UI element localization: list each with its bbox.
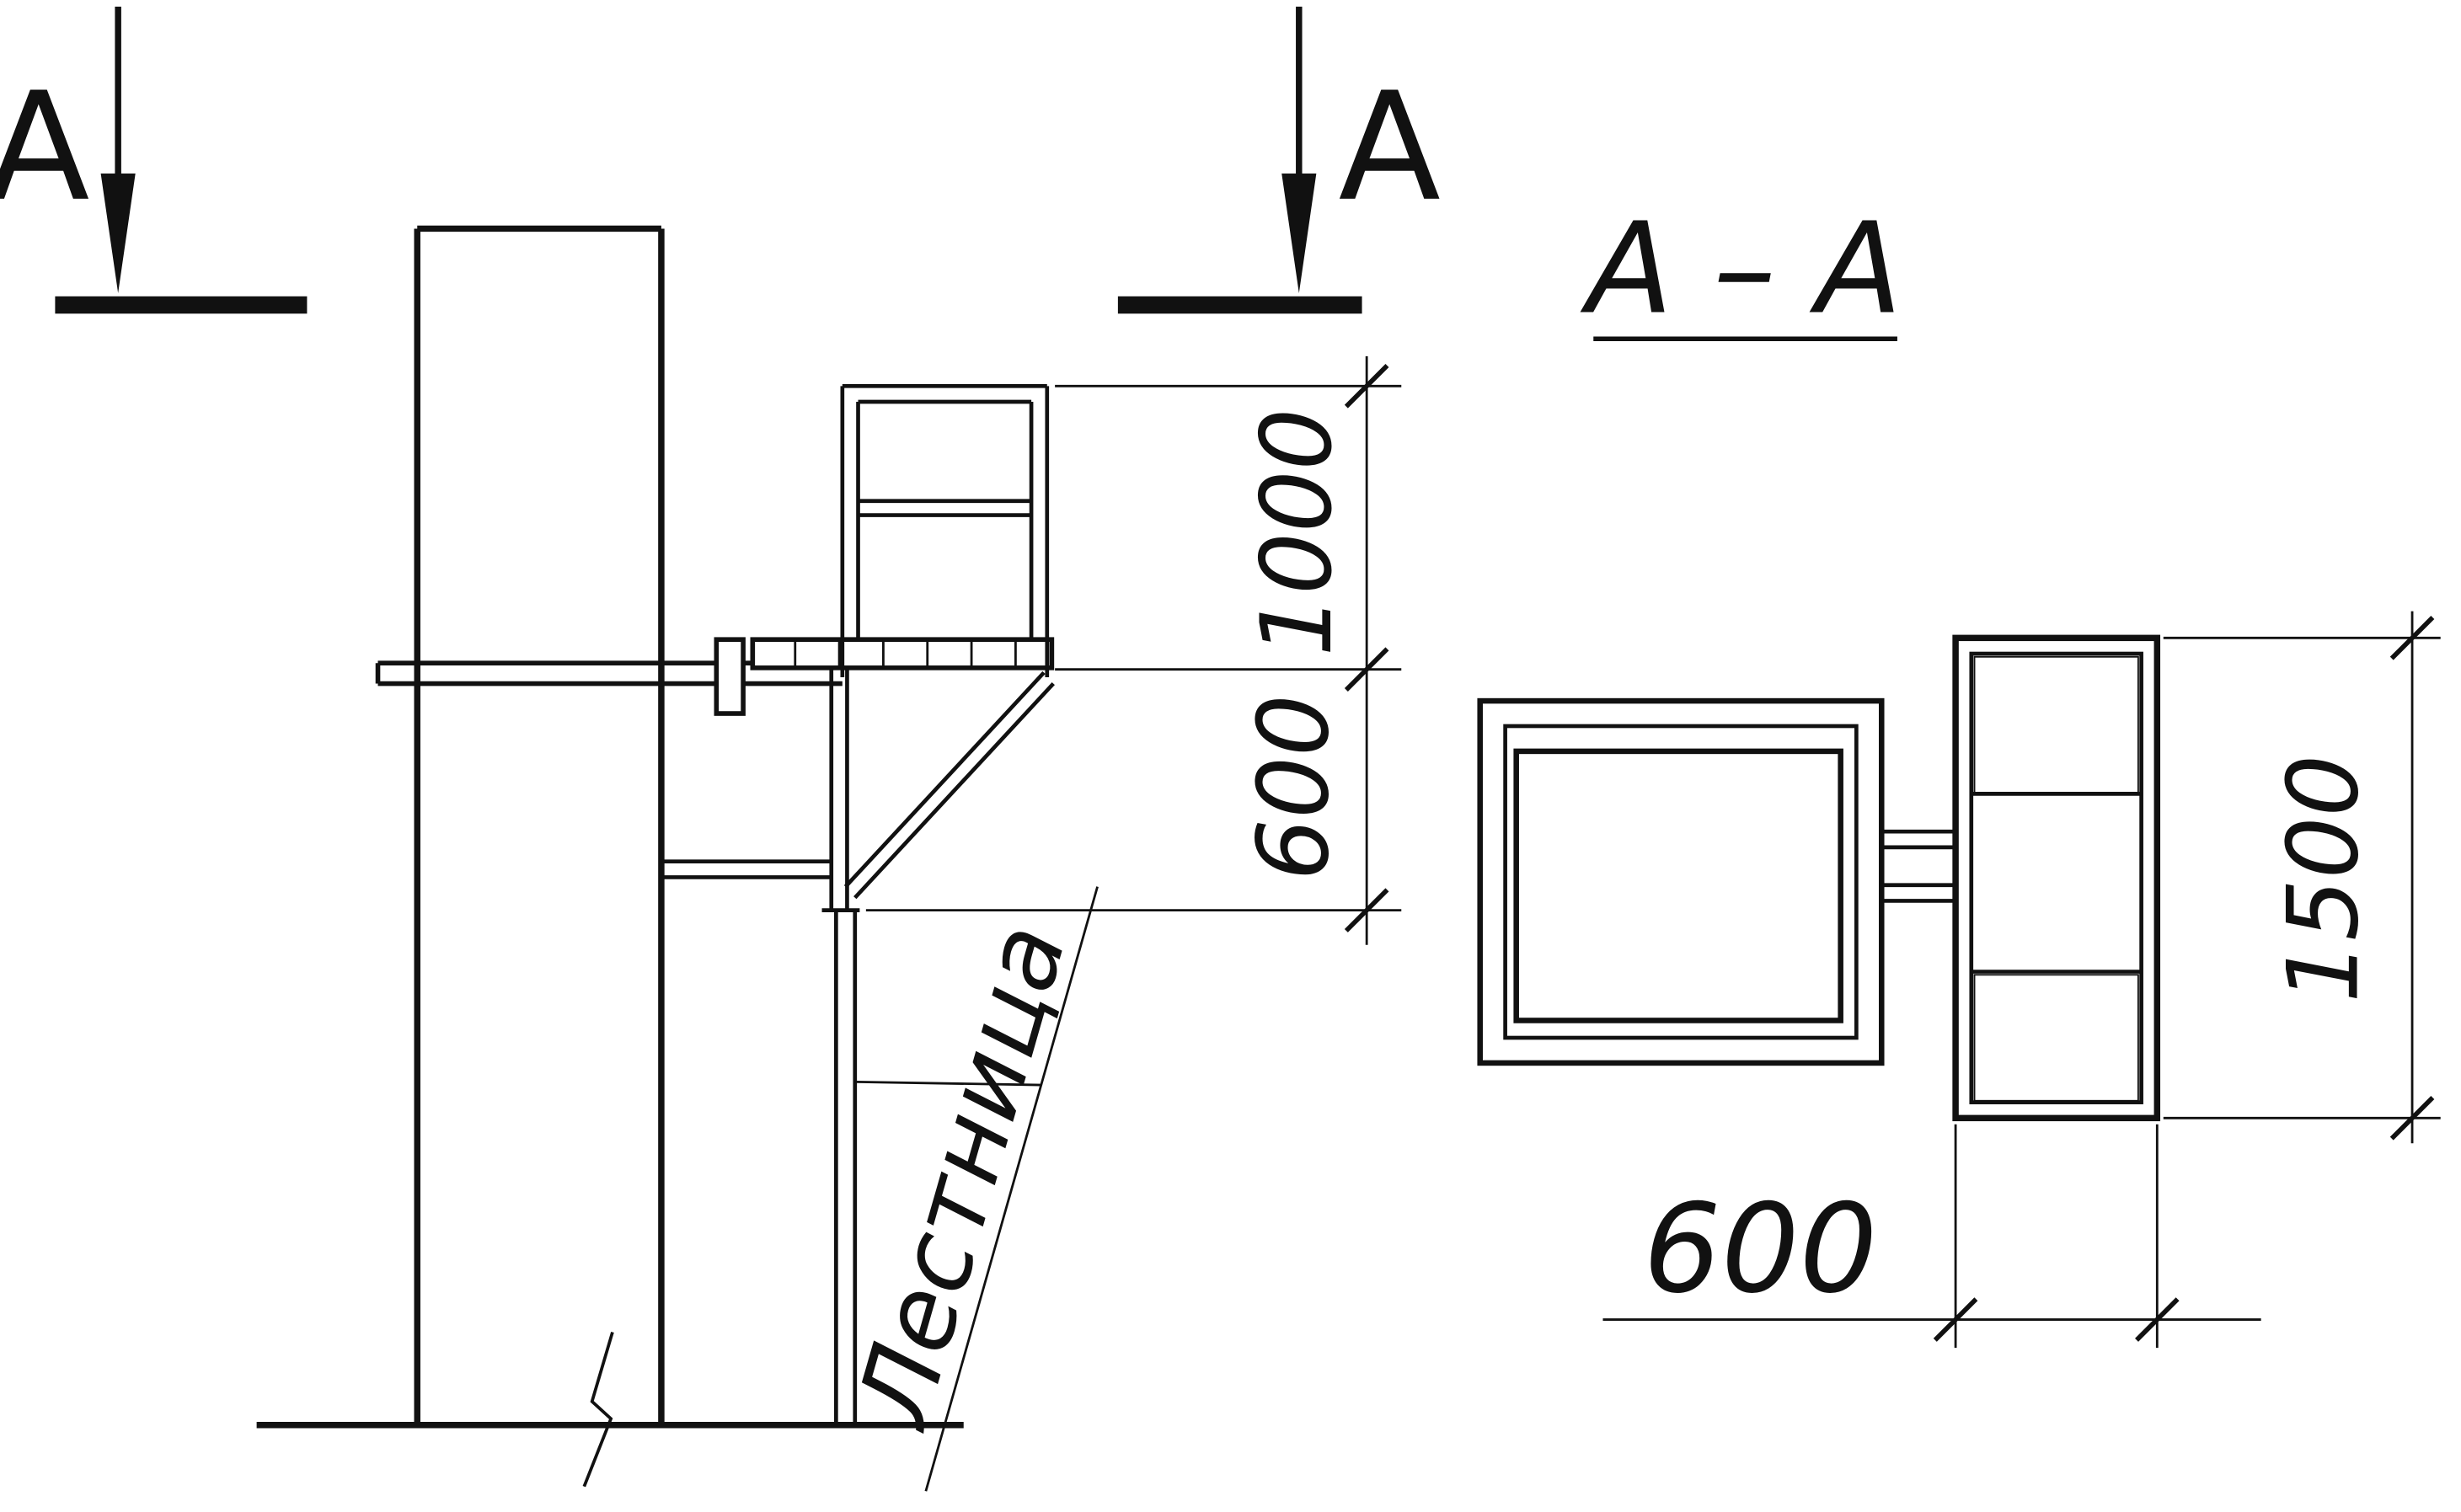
elevation-view: А А [0, 6, 1441, 1492]
column-outline [414, 225, 665, 1488]
ladder [834, 910, 858, 1425]
elevation-dimensions: 1000 600 [865, 355, 1402, 945]
dimension-tick [1933, 1297, 1978, 1342]
section-title-text: А – А [1581, 195, 1902, 342]
section-arrow-head-icon [1281, 174, 1317, 294]
break-line [582, 1331, 614, 1488]
diagonal-brace-inner [853, 681, 1055, 900]
section-arrow-head-icon [100, 174, 136, 294]
clamp-outer [1477, 697, 1885, 1066]
dimension-tick [1344, 364, 1389, 409]
dimension-value-600: 600 [1643, 1178, 1877, 1321]
section-marker-left: А [0, 6, 308, 314]
deck-outline [750, 637, 1055, 671]
dimension-tick [1344, 647, 1389, 692]
dimension-value-600: 600 [1237, 694, 1351, 880]
section-cut-plane-bar [55, 296, 308, 314]
clamp-inner [1503, 724, 1859, 1040]
section-marker-label: А [0, 60, 90, 234]
platform-inner [1969, 651, 2143, 1104]
section-aa-view: А – А [1477, 195, 2441, 1349]
grating-bottom [1973, 974, 2139, 1102]
platform-deck [750, 637, 1055, 671]
ladder-callout: Лестница [834, 886, 1099, 1492]
column-hatched-section [1513, 748, 1843, 1023]
section-marker-right: А [1117, 6, 1441, 314]
section-marker-label: А [1339, 60, 1441, 234]
dimension-value-1500: 1500 [2267, 755, 2381, 1003]
dimension-600: 600 [1602, 1124, 2261, 1349]
platform-outer [1952, 634, 2161, 1122]
dimension-tick [2389, 616, 2435, 660]
dimension-tick [2135, 1297, 2180, 1342]
ladder-label: Лестница [834, 912, 1089, 1441]
section-cut-plane-bar [1117, 296, 1362, 314]
platform-plan [1952, 634, 2161, 1122]
leader-connector [854, 1080, 1041, 1087]
dimension-1500: 1500 [2163, 611, 2441, 1144]
leader-line [924, 886, 1099, 1492]
rod-clamp [714, 637, 746, 716]
section-view-title: А – А [1581, 195, 1902, 342]
column-plan [1477, 697, 1885, 1066]
dimension-tick [1344, 888, 1389, 932]
dimension-tick [2389, 1096, 2435, 1141]
dimension-value-1000: 1000 [1240, 409, 1354, 657]
diagonal-brace-outer [843, 671, 1046, 889]
connection-bracket [1881, 829, 1957, 903]
guard-railing [840, 383, 1050, 678]
